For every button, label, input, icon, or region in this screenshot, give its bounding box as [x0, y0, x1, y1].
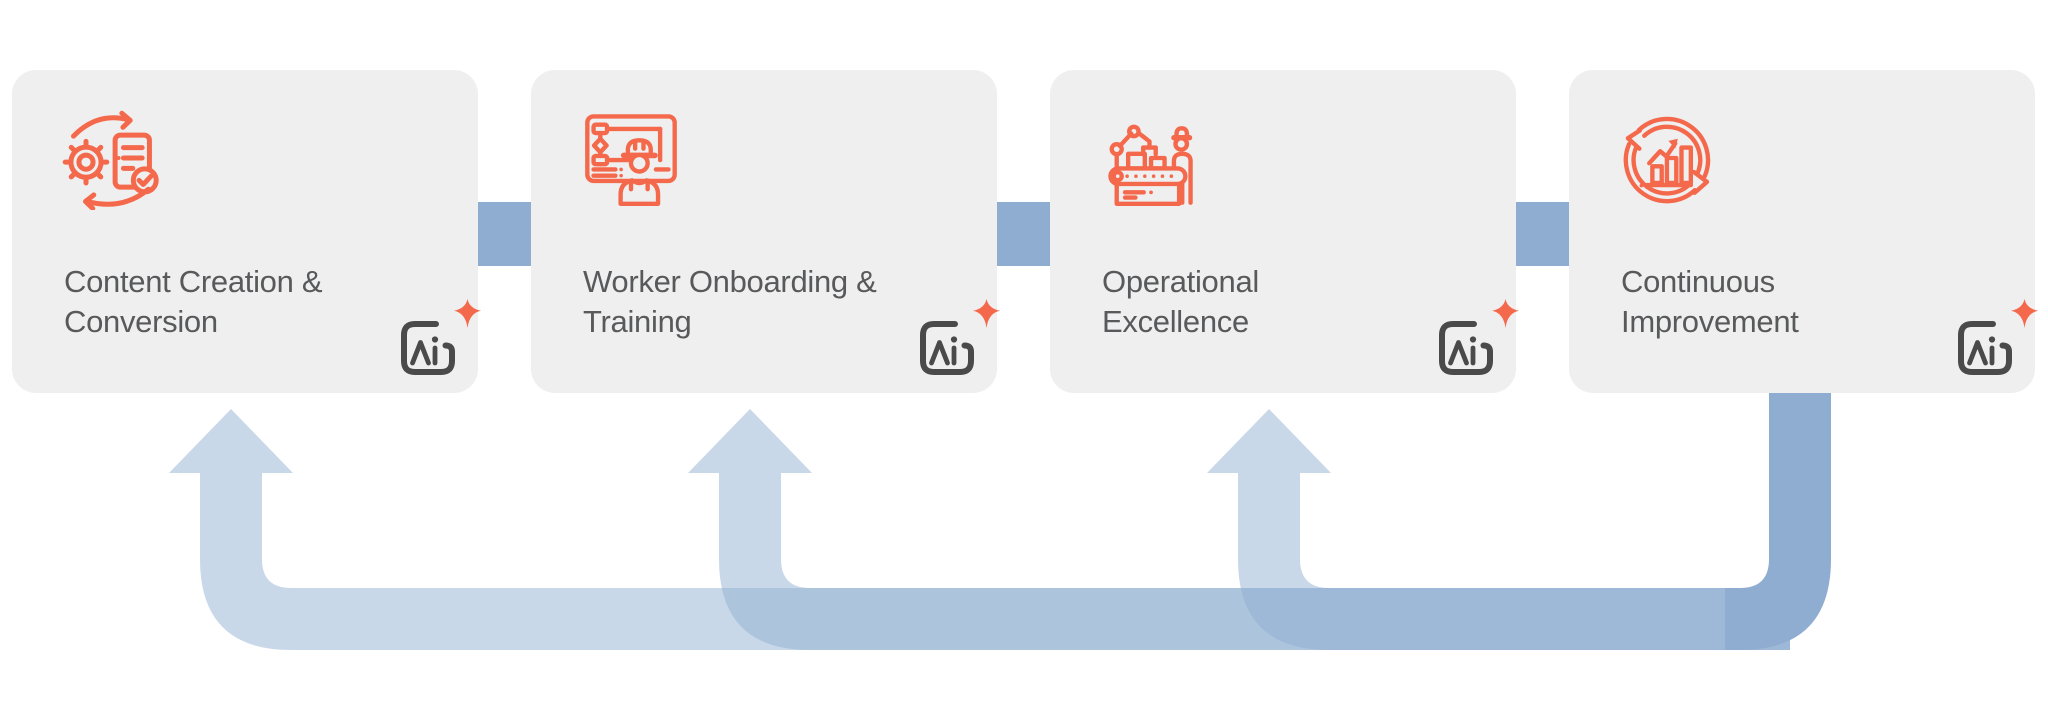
sparkle-icon [973, 299, 1000, 328]
title-line: Operational [1102, 264, 1259, 299]
gear-document-sync-icon [62, 110, 159, 210]
ai-bracket-icon [1439, 321, 1493, 375]
feedback-arrow-to-card1 [169, 409, 1790, 650]
ai-bracket-icon [1958, 321, 2012, 375]
title-line: Continuous [1621, 264, 1775, 299]
forward-connector-3 [1516, 202, 1569, 266]
ai-logo-icon [917, 299, 1000, 378]
feedback-arrow-to-card3 [1207, 409, 1790, 650]
card-worker-onboarding: Worker Onboarding & Training [531, 70, 1000, 393]
sparkle-icon [454, 299, 481, 328]
title-line: Worker Onboarding & [583, 264, 877, 299]
ai-bracket-icon [920, 321, 974, 375]
ai-logo-icon [1436, 299, 1519, 378]
forward-connector-2 [997, 202, 1050, 266]
card-content-creation: Content Creation & Conversion [12, 70, 481, 393]
card-title: Worker Onboarding & Training [583, 262, 877, 342]
card-title: Content Creation & Conversion [64, 262, 323, 342]
feedback-trunk-from-card4 [1725, 390, 1831, 650]
ai-bracket-icon [401, 321, 455, 375]
chart-growth-cycle-icon [1623, 116, 1711, 204]
card-title: Continuous Improvement [1621, 262, 1799, 342]
forward-connector-1 [478, 202, 531, 266]
worker-training-board-icon [585, 114, 677, 206]
feedback-arrow-to-card2 [688, 409, 1790, 650]
robotic-arm-conveyor-icon [1108, 124, 1193, 206]
ai-logo-icon [1955, 299, 2038, 378]
title-line: Excellence [1102, 304, 1249, 339]
card-continuous-improvement: Continuous Improvement [1569, 70, 2038, 393]
card-operational-excellence: Operational Excellence [1050, 70, 1519, 393]
ai-logo-icon [398, 299, 481, 378]
title-line: Training [583, 304, 692, 339]
sparkle-icon [1492, 299, 1519, 328]
title-line: Conversion [64, 304, 218, 339]
card-title: Operational Excellence [1102, 262, 1259, 342]
sparkle-icon [2011, 299, 2038, 328]
title-line: Content Creation & [64, 264, 323, 299]
title-line: Improvement [1621, 304, 1799, 339]
